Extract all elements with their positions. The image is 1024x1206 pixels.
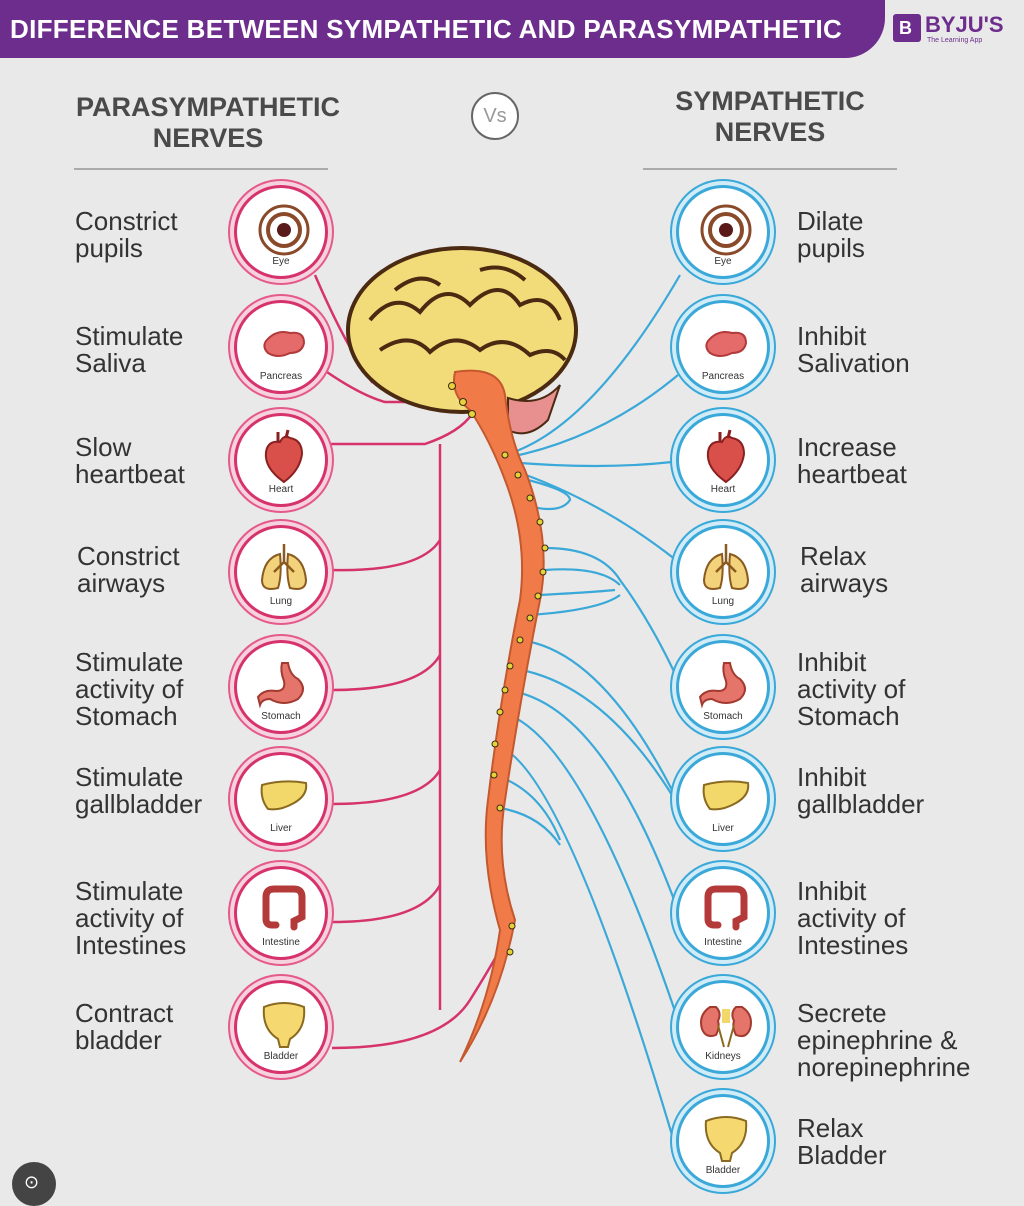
intestine-icon [704, 885, 748, 931]
organ-name: Pancreas [701, 371, 745, 382]
para-eye-icon-circle: Eye [234, 185, 328, 279]
symp-label-bladder: Relax Bladder [797, 1113, 887, 1170]
logo-mark: B [893, 14, 921, 42]
brain [346, 246, 578, 435]
para-bladder-icon-circle: Bladder [234, 980, 328, 1074]
lung-icon [260, 544, 308, 590]
symp-intestine-icon-circle: Intestine [676, 866, 770, 960]
symp-eye-icon-circle: Eye [676, 185, 770, 279]
sympathetic-nerves [494, 274, 681, 1136]
organ-name: Intestine [704, 937, 742, 948]
para-label-eye: Constrict pupils [75, 206, 178, 263]
para-lung-icon-circle: Lung [234, 525, 328, 619]
symp-bladder-icon-circle: Bladder [676, 1094, 770, 1188]
stomach-icon [256, 662, 304, 709]
organ-name: Lung [711, 596, 735, 607]
heart-icon [264, 429, 304, 484]
logo-tagline: The Learning App [927, 37, 983, 44]
para-heart-icon-circle: Heart [234, 413, 328, 507]
organ-name: Lung [269, 596, 293, 607]
symp-kidneys-icon-circle: Kidneys [676, 980, 770, 1074]
para-label-heart: Slow heartbeat [75, 432, 185, 489]
symp-label-pancreas: Inhibit Salivation [797, 321, 910, 378]
heart-icon [706, 429, 746, 484]
para-liver-icon-circle: Liver [234, 752, 328, 846]
para-label-liver: Stimulate gallbladder [75, 762, 203, 819]
liver-icon [702, 780, 750, 811]
eye-icon [258, 204, 310, 256]
symp-stomach-icon-circle: Stomach [676, 640, 770, 734]
logo-name: BYJU'S [925, 12, 1004, 37]
spinal-cord [453, 369, 545, 1063]
symp-label-kidneys: Secrete epinephrine & norepinephrine [797, 998, 971, 1082]
symp-heart-icon-circle: Heart [676, 413, 770, 507]
symp-label-heart: Increase heartbeat [797, 432, 907, 489]
organ-name: Bladder [263, 1051, 299, 1062]
sympathetic-heading: SYMPATHETIC NERVES [675, 86, 865, 147]
intestine-icon [262, 885, 306, 931]
para-label-intestine: Stimulate activity of Intestines [75, 876, 187, 960]
symp-label-intestine: Inhibit activity of Intestines [797, 876, 909, 960]
lung-icon [702, 544, 750, 590]
bladder-icon [704, 1116, 748, 1162]
stomach-icon [698, 662, 746, 709]
para-label-stomach: Stimulate activity of Stomach [75, 647, 184, 731]
para-pancreas-icon-circle: Pancreas [234, 300, 328, 394]
organ-name: Liver [270, 823, 292, 834]
organ-name: Eye [714, 256, 732, 267]
para-label-lung: Constrict airways [77, 541, 180, 598]
bladder-icon [262, 1002, 306, 1048]
kidneys-icon [700, 1006, 752, 1048]
symp-lung-icon-circle: Lung [676, 525, 770, 619]
liver-icon [260, 780, 308, 811]
organ-name: Intestine [262, 937, 300, 948]
symp-label-eye: Dilate pupils [797, 206, 865, 263]
symp-label-liver: Inhibit gallbladder [797, 762, 925, 819]
vs-badge: Vs [471, 92, 519, 140]
pancreas-icon [263, 331, 306, 357]
symp-pancreas-icon-circle: Pancreas [676, 300, 770, 394]
pancreas-icon [705, 331, 748, 357]
organ-name: Bladder [705, 1165, 741, 1176]
lens-icon: ⊙ [24, 1172, 40, 1192]
para-label-pancreas: Stimulate Saliva [75, 321, 184, 378]
banner-title: DIFFERENCE BETWEEN SYMPATHETIC AND PARAS… [10, 14, 843, 44]
eye-icon [700, 204, 752, 256]
parasympathetic-heading: PARASYMPATHETIC NERVES [75, 92, 340, 153]
organ-name: Stomach [261, 711, 301, 722]
byjus-logo: B BYJU'S The Learning App [893, 10, 1021, 48]
visual-search-button[interactable]: ⊙ [12, 1162, 56, 1206]
right-divider [643, 168, 897, 170]
organ-name: Liver [712, 823, 734, 834]
organ-name: Eye [272, 256, 290, 267]
organ-name: Kidneys [705, 1051, 741, 1062]
para-label-bladder: Contract bladder [75, 998, 174, 1055]
ganglia-dots [448, 382, 549, 956]
symp-label-lung: Relax airways [800, 541, 889, 598]
symp-liver-icon-circle: Liver [676, 752, 770, 846]
organ-name: Pancreas [259, 371, 303, 382]
organ-name: Stomach [703, 711, 743, 722]
organ-name: Heart [710, 484, 736, 495]
para-intestine-icon-circle: Intestine [234, 866, 328, 960]
left-divider [74, 168, 328, 170]
organ-name: Heart [268, 484, 294, 495]
symp-label-stomach: Inhibit activity of Stomach [797, 647, 906, 731]
para-stomach-icon-circle: Stomach [234, 640, 328, 734]
title-banner: DIFFERENCE BETWEEN SYMPATHETIC AND PARAS… [0, 0, 885, 58]
logo-mark-letter: B [899, 18, 912, 38]
